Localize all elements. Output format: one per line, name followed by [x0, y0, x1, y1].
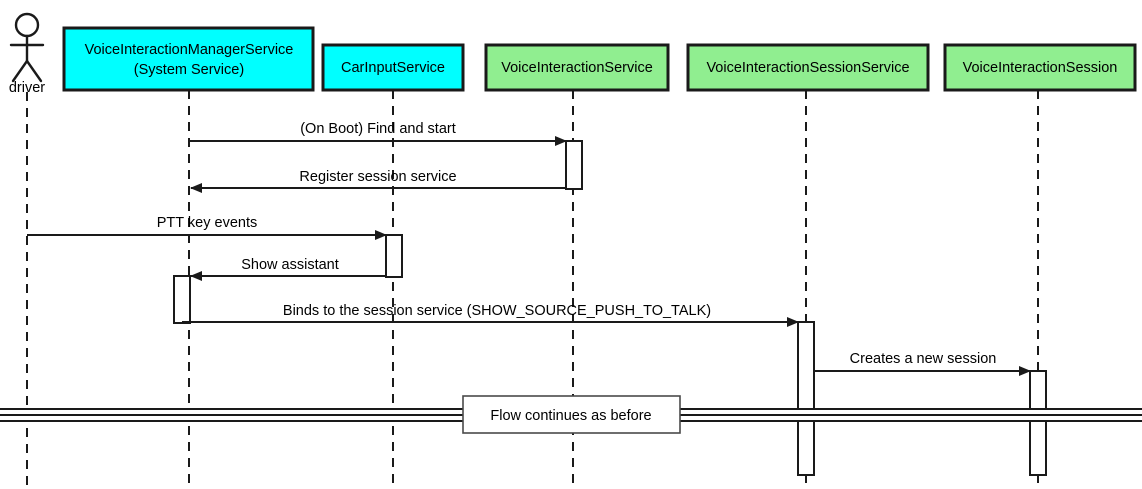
- message-ptt-key-events[interactable]: PTT key events: [27, 215, 387, 240]
- participant-voiceinteractionmanagerservice[interactable]: VoiceInteractionManagerService (System S…: [62, 26, 315, 92]
- message-register-session-service[interactable]: Register session service: [190, 169, 566, 193]
- message-binds-to-the-session-service[interactable]: Binds to the session service (SHOW_SOURC…: [182, 303, 799, 327]
- participant-label-voiceinteractionservice: VoiceInteractionService: [501, 60, 653, 76]
- message-label-binds-to-the-session-service: Binds to the session service (SHOW_SOURC…: [283, 303, 711, 319]
- activation-bar-voiceinteractionsessionservice: [797, 321, 815, 476]
- message-label-ptt-key-events: PTT key events: [157, 215, 257, 231]
- activation-bar-carinputservice: [385, 234, 403, 278]
- actor-label-driver: driver: [9, 80, 45, 96]
- activation-bar-voiceinteractionmanagerservice: [173, 275, 191, 324]
- participant-label-voiceinteractionmanagerservice-line2: (System Service): [134, 62, 244, 78]
- participant-voiceinteractionsession[interactable]: VoiceInteractionSession: [943, 43, 1137, 92]
- message-label-on-boot-find-and-start: (On Boot) Find and start: [300, 121, 456, 137]
- flow-divider-note-box[interactable]: [462, 395, 681, 434]
- message-label-register-session-service: Register session service: [299, 169, 456, 185]
- participant-label-voiceinteractionmanagerservice-line1: VoiceInteractionManagerService: [85, 42, 294, 58]
- actor-right-leg-icon: [25, 59, 43, 83]
- activation-bar-voiceinteractionservice: [565, 140, 583, 190]
- message-label-show-assistant: Show assistant: [241, 257, 339, 273]
- actor-left-leg-icon: [11, 59, 29, 83]
- message-show-assistant[interactable]: Show assistant: [190, 257, 386, 281]
- actor-head-icon: [14, 12, 40, 38]
- participant-label-voiceinteractionsessionservice: VoiceInteractionSessionService: [706, 60, 909, 76]
- message-label-creates-a-new-session: Creates a new session: [850, 351, 997, 367]
- participant-voiceinteractionservice[interactable]: VoiceInteractionService: [484, 43, 670, 92]
- participant-box-carinputservice[interactable]: [321, 43, 465, 92]
- participant-box-voiceinteractionsession[interactable]: [943, 43, 1137, 92]
- participant-label-voiceinteractionsession: VoiceInteractionSession: [963, 60, 1118, 76]
- participant-box-voiceinteractionmanagerservice[interactable]: [62, 26, 315, 92]
- message-on-boot-find-and-start[interactable]: (On Boot) Find and start: [189, 121, 567, 146]
- participant-box-voiceinteractionservice[interactable]: [484, 43, 670, 92]
- actor-driver[interactable]: driver: [9, 12, 45, 96]
- participant-box-voiceinteractionsessionservice[interactable]: [686, 43, 930, 92]
- participant-label-carinputservice: CarInputService: [341, 60, 445, 76]
- participant-carinputservice[interactable]: CarInputService: [321, 43, 465, 92]
- message-creates-a-new-session[interactable]: Creates a new session: [814, 351, 1031, 376]
- activation-bar-voiceinteractionsession: [1029, 370, 1047, 476]
- flow-divider-note-label: Flow continues as before: [490, 408, 651, 424]
- participant-voiceinteractionsessionservice[interactable]: VoiceInteractionSessionService: [686, 43, 930, 92]
- flow-divider: Flow continues as before: [0, 395, 1142, 434]
